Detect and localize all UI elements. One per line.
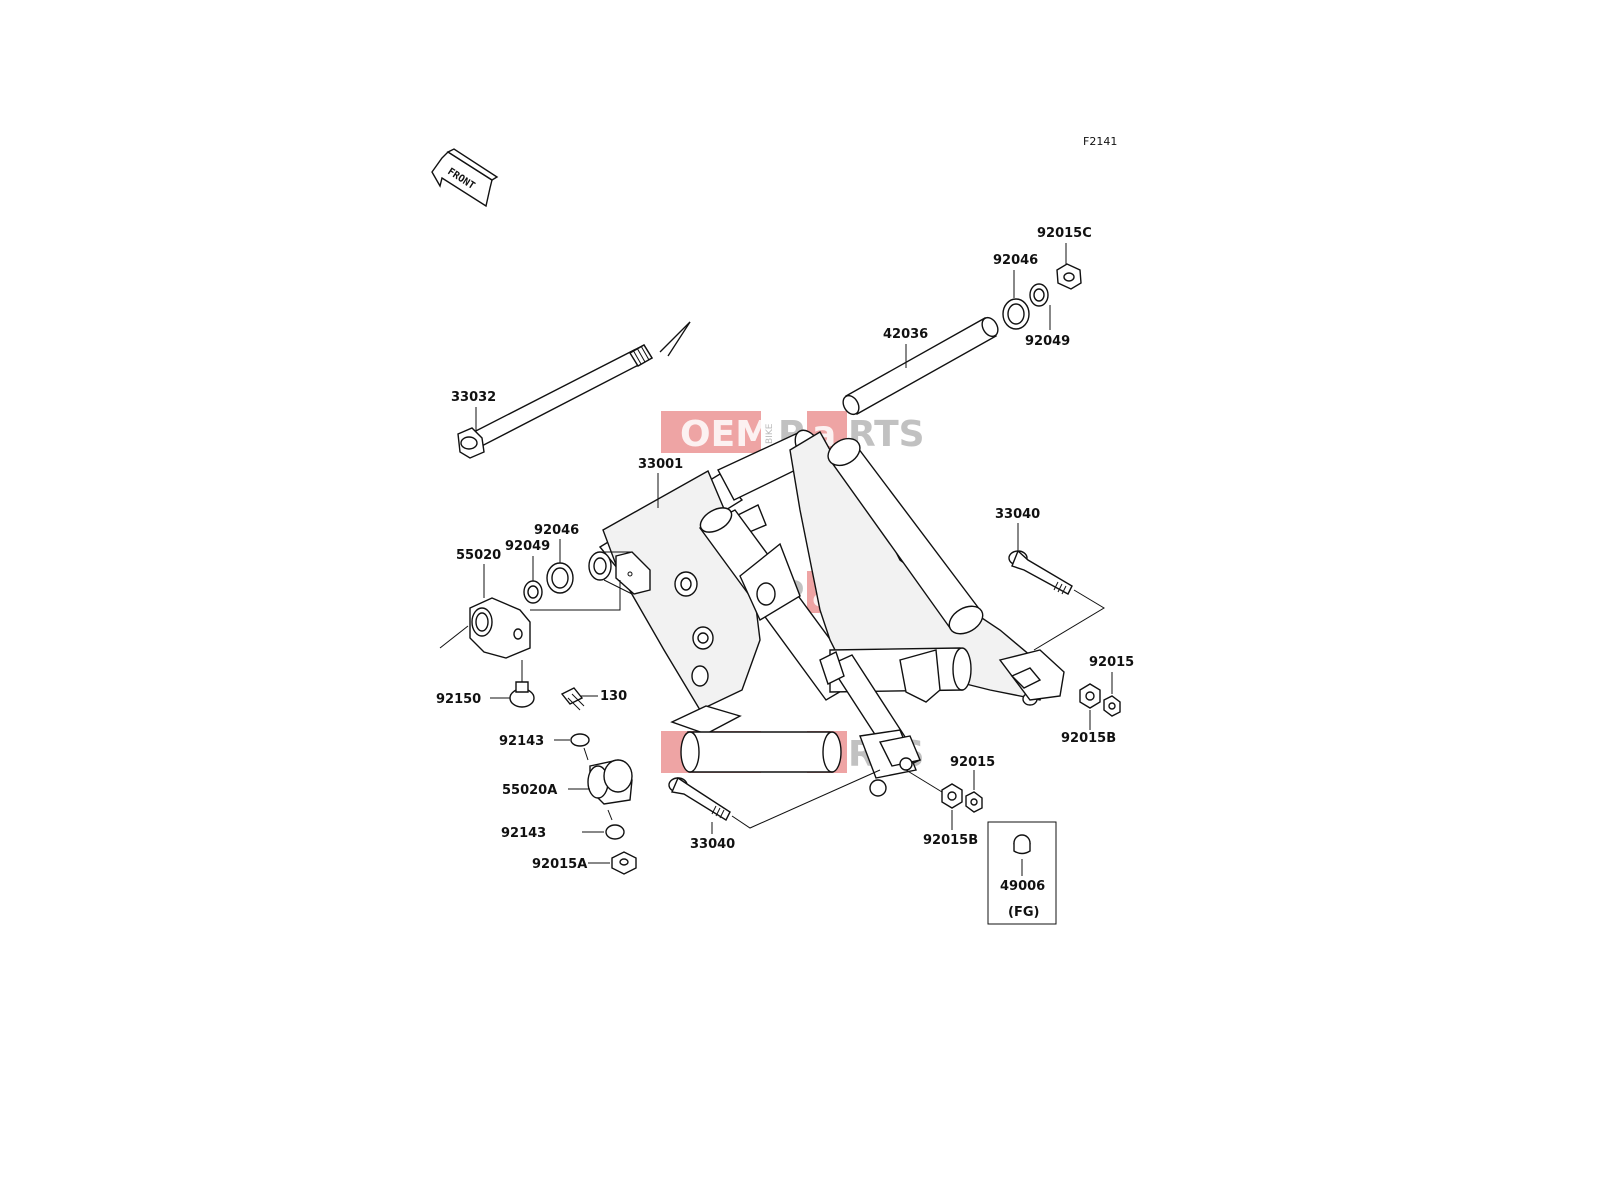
bolt-92150: [509, 660, 535, 708]
label-33001: 33001: [638, 457, 683, 472]
label-33040-right: 33040: [995, 507, 1040, 522]
label-92046-top: 92046: [993, 253, 1038, 268]
label-92015-right: 92015: [1089, 655, 1134, 670]
washer-92049-left: [523, 580, 543, 604]
label-92015B-bottom: 92015B: [923, 833, 978, 848]
label-92015A: 92015A: [532, 857, 587, 872]
chain-adjuster-33040-right: [1008, 549, 1105, 651]
nut-92015B-right: [1079, 683, 1101, 709]
bolt-130: [560, 687, 585, 711]
collar-92143-bottom: [605, 809, 625, 840]
collar-92143-top: [570, 733, 590, 761]
cap-49006-box: [987, 821, 1057, 925]
chain-adjuster-33040-bottom: [668, 769, 881, 829]
label-92015B-right: 92015B: [1061, 731, 1116, 746]
nut-92015A: [611, 851, 637, 875]
label-33032: 33032: [451, 390, 496, 405]
nut-92015-right: [1103, 695, 1121, 717]
label-92150: 92150: [436, 692, 481, 707]
label-42036: 42036: [883, 327, 928, 342]
svg-text:BIKE: BIKE: [765, 423, 775, 444]
label-92143-bottom: 92143: [501, 826, 546, 841]
label-55020: 55020: [456, 548, 501, 563]
label-92143-top: 92143: [499, 734, 544, 749]
label-55020A: 55020A: [502, 783, 557, 798]
tube-42036: [842, 316, 999, 416]
front-arrow-icon: FRONT: [431, 148, 499, 208]
figure-code: F2141: [1083, 135, 1117, 148]
label-fg: (FG): [1008, 905, 1039, 920]
watermark-top: OEM BIKE P a RTS: [661, 411, 925, 455]
label-92049-top: 92049: [1025, 334, 1070, 349]
bearing-92046-top: [1002, 298, 1030, 330]
label-130: 130: [600, 689, 627, 704]
nut-92015-bottom: [965, 791, 983, 813]
bearing-92046-left: [546, 562, 574, 594]
bracket-55020A: [587, 759, 633, 805]
swingarm-33001: [588, 429, 1065, 797]
label-92015C: 92015C: [1037, 226, 1092, 241]
label-92046-left: 92046: [534, 523, 579, 538]
label-92049-left: 92049: [505, 539, 550, 554]
pivot-shaft-33032: [457, 321, 691, 459]
label-33040-bottom: 33040: [690, 837, 735, 852]
nut-92015C: [1056, 263, 1082, 290]
label-49006: 49006: [1000, 879, 1045, 894]
label-92015-bottom: 92015: [950, 755, 995, 770]
washer-92049-top: [1029, 283, 1049, 307]
nut-92015B-bottom: [905, 769, 963, 809]
bracket-55020: [439, 580, 621, 659]
svg-text:RTS: RTS: [848, 414, 925, 455]
svg-text:OEM: OEM: [680, 414, 771, 455]
